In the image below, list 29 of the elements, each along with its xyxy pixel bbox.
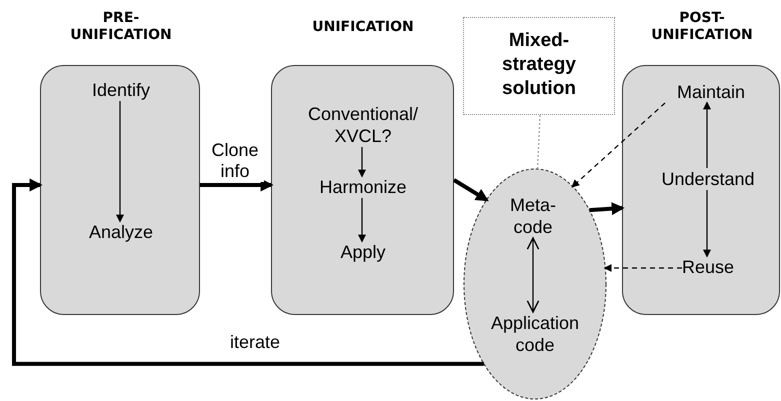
arrow xyxy=(571,102,666,188)
step-text: Meta- code xyxy=(508,194,558,238)
dashed-ellipse xyxy=(463,168,607,400)
arrow xyxy=(116,101,124,223)
phase-heading: PRE- UNIFICATION xyxy=(69,10,173,44)
arrow xyxy=(358,147,366,178)
phase-heading: UNIFICATION xyxy=(311,19,415,36)
phase-heading: POST- UNIFICATION xyxy=(650,10,754,44)
arrow xyxy=(358,198,366,243)
step-text: Maintain xyxy=(676,81,746,103)
arrow xyxy=(604,264,682,272)
arrow xyxy=(12,178,484,366)
arrow xyxy=(703,101,711,168)
arrow xyxy=(200,178,274,192)
step-text: Reuse xyxy=(682,256,734,278)
step-text: Analyze xyxy=(88,221,154,243)
arrow xyxy=(703,190,711,258)
arrow xyxy=(452,178,489,202)
step-text: Conventional/ XVCL? xyxy=(293,103,433,147)
callout-box xyxy=(463,17,615,115)
step-text: Understand xyxy=(661,168,755,190)
step-text: Identify xyxy=(92,79,150,101)
step-text: Apply xyxy=(340,241,386,263)
dotted-line xyxy=(536,114,541,170)
callout-text: Mixed- strategy solution xyxy=(501,29,577,101)
arrow xyxy=(526,237,540,313)
arrow xyxy=(589,202,625,216)
step-text: Application code xyxy=(485,312,585,356)
step-text: Harmonize xyxy=(319,176,407,198)
